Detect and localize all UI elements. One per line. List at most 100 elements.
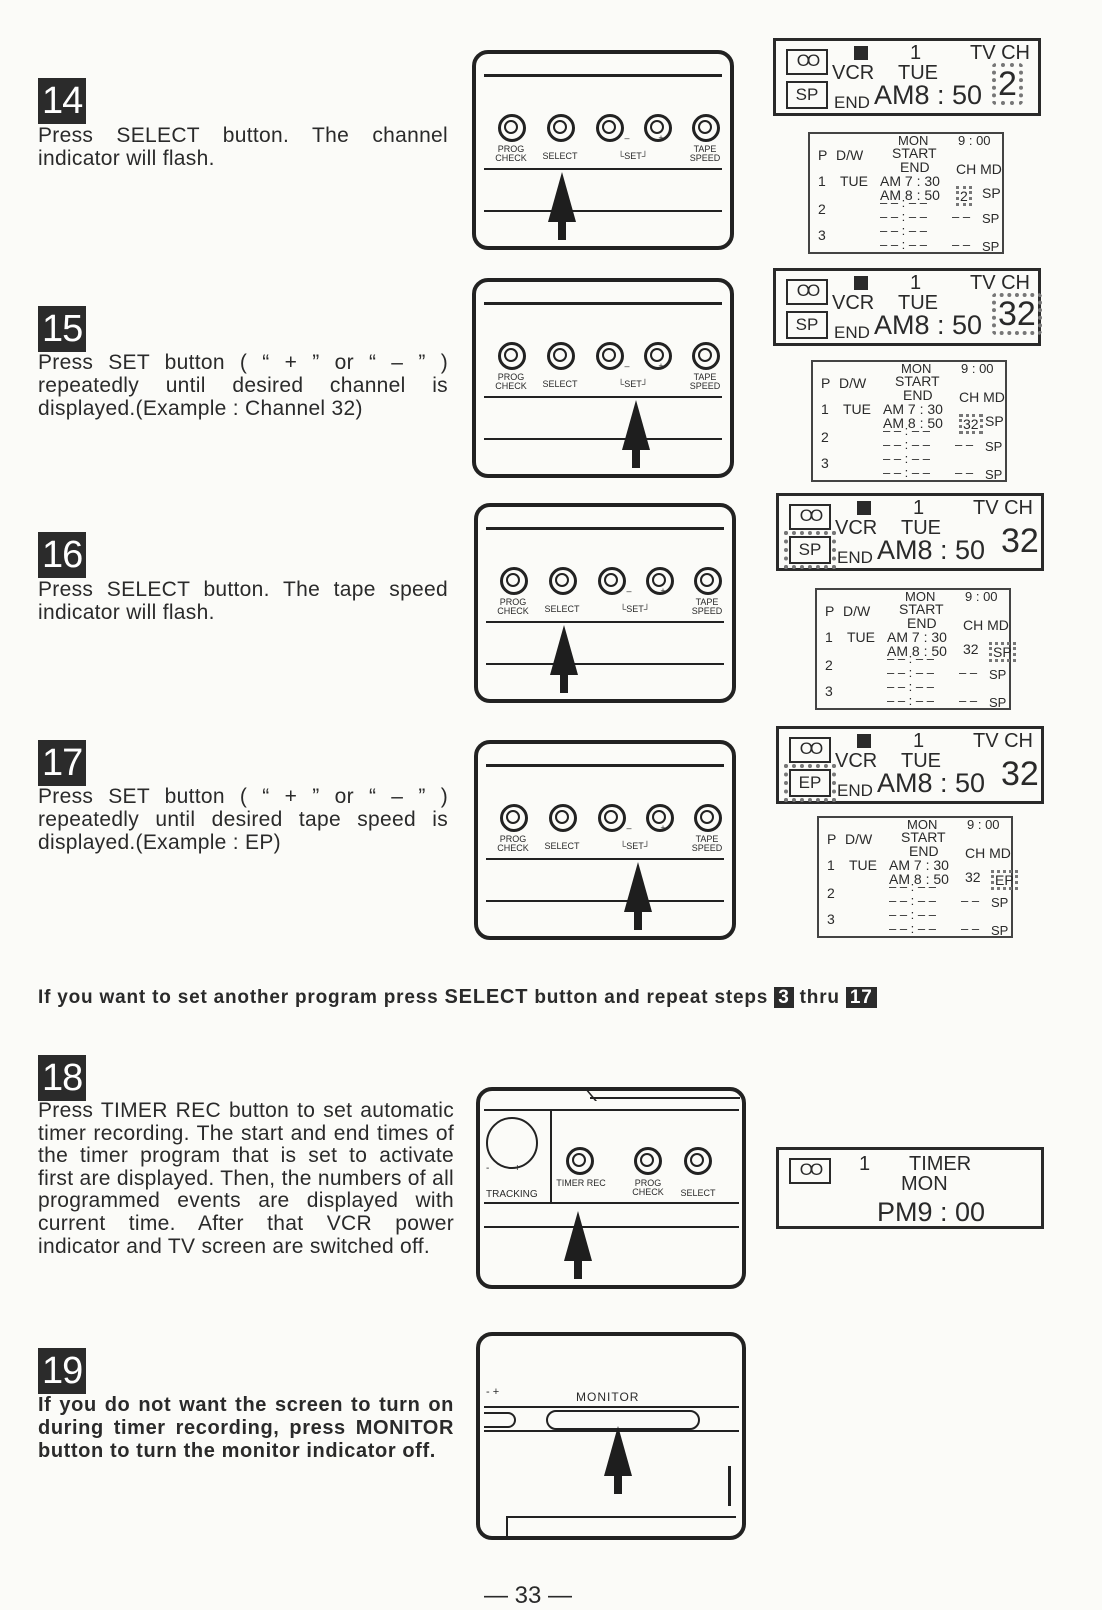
minus-plus-label: - +: [486, 1386, 500, 1398]
set-plus-label: +: [660, 586, 666, 596]
timer-rec-button[interactable]: [566, 1147, 594, 1175]
step-18-text: Press TIMER REC button to set automatic …: [38, 1099, 454, 1258]
program-number: 1: [910, 42, 922, 64]
end-time: AM8 : 50: [877, 535, 986, 565]
set-plus-button[interactable]: [644, 114, 672, 142]
row-3-mode: SP: [991, 923, 1009, 938]
row-3-mode: SP: [989, 695, 1007, 710]
tape-speed-button[interactable]: [692, 342, 720, 370]
list-header-time: 9 : 00: [958, 133, 991, 148]
select-button[interactable]: [547, 342, 575, 370]
row-2-channel: – –: [955, 437, 974, 452]
row-1-channel: 32: [959, 414, 983, 434]
channel-indicator: 32: [992, 293, 1042, 335]
prog-check-button[interactable]: [500, 567, 528, 595]
tracking-knob[interactable]: [486, 1117, 538, 1169]
row-1-start: AM 7 : 30: [883, 401, 943, 417]
end-label: END: [834, 93, 870, 112]
row-1-start: AM 7 : 30: [880, 173, 940, 189]
program-number: 1: [913, 497, 925, 519]
row-1-number: 1: [827, 857, 835, 873]
row-1-mode: SP: [989, 642, 1016, 662]
channel-indicator: 2: [992, 63, 1023, 105]
set-minus-button[interactable]: [596, 342, 624, 370]
select-label: SELECT: [542, 379, 578, 389]
set-minus-label: –: [626, 823, 632, 833]
select-label: SELECT: [542, 151, 578, 161]
row-3-start: – – : – –: [880, 223, 927, 238]
channel-indicator: 32: [1001, 755, 1039, 793]
col-p: P: [821, 375, 831, 391]
select-button[interactable]: [684, 1147, 712, 1175]
list-header-day: MON: [901, 361, 932, 376]
select-label: SELECT: [544, 604, 580, 614]
row-2-channel: – –: [952, 209, 971, 224]
row-1-day: TUE: [849, 857, 877, 873]
tape-speed-button[interactable]: [694, 567, 722, 595]
timer-display: OO 1 TIMER MON PM9 : 00: [776, 1147, 1044, 1229]
row-3-mode: SP: [985, 467, 1003, 482]
tape-speed-label: TAPE SPEED: [691, 834, 723, 853]
prog-check-button[interactable]: [634, 1147, 662, 1175]
tape-speed-button[interactable]: [692, 114, 720, 142]
row-3-channel: – –: [959, 693, 978, 708]
step-number-16: 16: [38, 532, 87, 578]
set-plus-button[interactable]: [646, 804, 674, 832]
col-end: END: [907, 615, 937, 631]
cassette-icon: OO: [789, 1158, 831, 1184]
row-1-number: 1: [818, 173, 826, 189]
set-text: SET: [626, 841, 644, 851]
panel-line: [486, 621, 724, 623]
panel-divider: [550, 1109, 552, 1204]
arrow-icon: [624, 862, 652, 912]
row-1-mode: SP: [982, 185, 1001, 201]
col-dw: D/W: [839, 375, 867, 391]
record-indicator-icon: [854, 46, 868, 60]
timer-panel-illustration: - + TRACKING TIMER REC PROG CHECK SELECT: [476, 1087, 746, 1289]
arrow-icon: [550, 625, 578, 675]
step-19-text: If you do not want the screen to turn on…: [38, 1394, 454, 1462]
panel-line: [486, 764, 724, 767]
set-text: SET: [624, 379, 642, 389]
arrow-stem: [632, 448, 640, 468]
col-chmd: CH MD: [965, 845, 1011, 861]
channel-indicator: 32: [1001, 522, 1039, 560]
select-button[interactable]: [549, 804, 577, 832]
prog-check-button[interactable]: [498, 114, 526, 142]
timer-time: PM9 : 00: [877, 1197, 986, 1227]
prog-check-button[interactable]: [498, 342, 526, 370]
set-plus-button[interactable]: [646, 567, 674, 595]
set-minus-button[interactable]: [598, 567, 626, 595]
select-button[interactable]: [549, 567, 577, 595]
set-minus-button[interactable]: [598, 804, 626, 832]
col-dw: D/W: [845, 831, 873, 847]
arrow-stem: [574, 1259, 582, 1279]
row-1-day: TUE: [840, 173, 868, 189]
end-label: END: [837, 781, 873, 800]
prog-check-button[interactable]: [500, 804, 528, 832]
row-2-mode: SP: [985, 439, 1003, 454]
set-plus-button[interactable]: [644, 342, 672, 370]
col-start: START: [899, 601, 944, 617]
set-minus-button[interactable]: [596, 114, 624, 142]
tape-speed-button[interactable]: [694, 804, 722, 832]
select-label: SELECT: [680, 1188, 716, 1198]
panel-line: [486, 900, 724, 902]
tracking-label: TRACKING: [486, 1189, 538, 1200]
list-header-day: MON: [898, 133, 929, 148]
vcr-label: VCR: [835, 750, 878, 772]
select-button[interactable]: [547, 114, 575, 142]
set-minus-label: –: [624, 133, 630, 143]
col-p: P: [825, 603, 835, 619]
col-start: START: [892, 145, 937, 161]
cassette-icon: OO: [789, 737, 831, 763]
arrow-icon: [604, 1426, 632, 1476]
tape-speed-indicator: SP: [786, 311, 828, 339]
tape-speed-indicator: SP: [784, 531, 836, 569]
row-3-number: 3: [818, 227, 826, 243]
row-1-channel: 2: [956, 186, 972, 206]
row-2-number: 2: [821, 429, 829, 445]
